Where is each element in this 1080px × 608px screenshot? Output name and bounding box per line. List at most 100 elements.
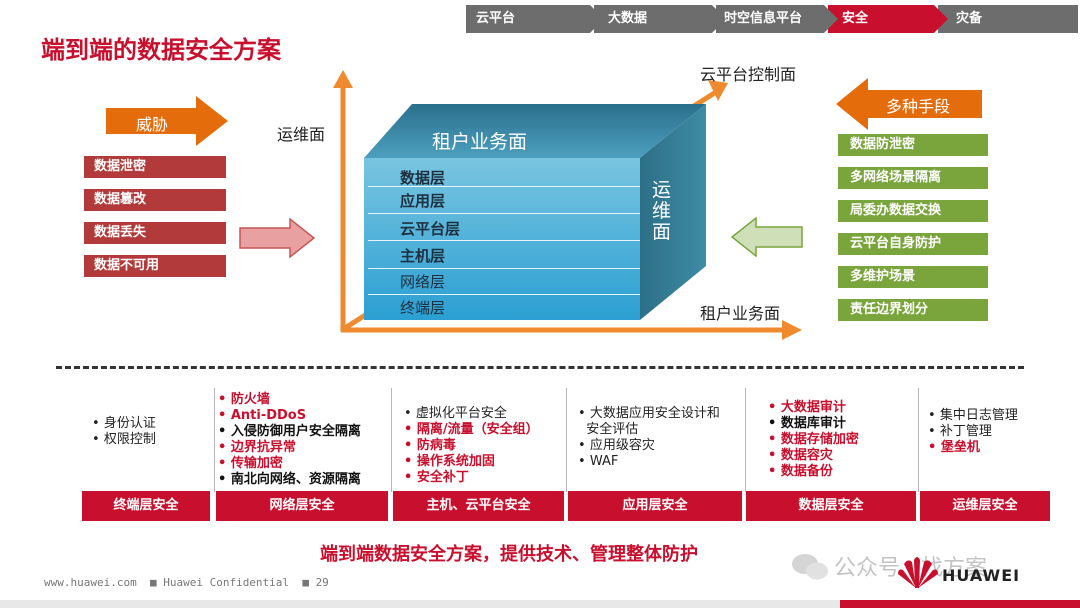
column-item: • 数据库审计 [768, 416, 846, 431]
breadcrumb-label: 安全 [842, 11, 869, 26]
breadcrumb-label: 时空信息平台 [724, 11, 803, 26]
column-item: • 数据存储加密 [768, 432, 859, 447]
column-separator [566, 388, 567, 492]
column-item: • 操作系统加固 [404, 454, 495, 469]
cube-layer: 云平台层 [400, 220, 461, 238]
column-item: • 防病毒 [404, 438, 456, 453]
column-title: 主机、云平台安全 [393, 491, 564, 521]
measure-item: 责任边界划分 [838, 299, 988, 321]
column-separator [918, 388, 919, 492]
column-item: • 南北向网络、资源隔离 [218, 472, 361, 487]
threat-item: 数据不可用 [84, 255, 226, 277]
cube-top-face [364, 104, 706, 158]
column-separator [391, 388, 392, 492]
footer-confidential: Huawei Confidential [163, 576, 290, 589]
layer-divider [368, 186, 640, 187]
column-item: • 应用级容灾 [578, 438, 655, 453]
breadcrumb-dr[interactable]: 灾备 [938, 5, 1078, 33]
x-axis-arrowhead-icon [782, 320, 802, 340]
diagonal-axis-label: 云平台控制面 [700, 65, 797, 84]
column-item: • 入侵防御用户安全隔离 [218, 424, 361, 439]
column-title: 应用层安全 [568, 491, 742, 521]
threat-item: 数据篡改 [84, 189, 226, 211]
column-item: • 虚拟化平台安全 [404, 406, 507, 421]
wechat-icon [792, 554, 828, 580]
summary-text: 端到端数据安全方案，提供技术、管理整体防护 [320, 544, 698, 565]
cube-layer: 主机层 [400, 247, 446, 265]
layer-divider [368, 268, 640, 269]
footer-bar [0, 600, 1080, 608]
inbound-threat-arrow-icon [239, 217, 316, 259]
column-title: 终端层安全 [82, 491, 210, 521]
column-separator [214, 388, 215, 492]
measure-item: 多维护场景 [838, 266, 988, 288]
measure-item: 局委办数据交换 [838, 200, 988, 222]
footer-site: www.huawei.com [44, 576, 137, 589]
breadcrumb-label: 灾备 [956, 11, 983, 26]
column-item: 安全评估 [586, 422, 639, 437]
column-separator [745, 388, 746, 492]
cube-layer: 应用层 [400, 192, 446, 210]
column-item: • 身份认证 [92, 416, 156, 431]
column-host: • 虚拟化平台安全 • 隔离/流量（安全组） • 防病毒 • 操作系统加固 • … [404, 384, 564, 492]
measures-arrow-icon [836, 78, 982, 130]
threat-item: 数据泄密 [84, 156, 226, 178]
column-title: 网络层安全 [216, 491, 388, 521]
column-item: • 隔离/流量（安全组） [404, 422, 539, 437]
column-item: • 防火墙 [218, 392, 270, 407]
column-data: • 大数据审计 • 数据库审计 • 数据存储加密 • 数据容灾 • 数据备份 [768, 384, 916, 492]
cube-layer: 终端层 [400, 299, 446, 317]
brand-wordmark: HUAWEI [942, 566, 1021, 585]
breadcrumb-cloud[interactable]: 云平台 [466, 5, 604, 33]
column-item: • 边界抗异常 [218, 440, 296, 455]
column-application: • 大数据应用安全设计和 安全评估 • 应用级容灾 • WAF [578, 384, 744, 492]
cube-front-title: 租户业务面 [432, 131, 528, 153]
cube-front-face [364, 158, 640, 320]
column-item: • 传输加密 [218, 456, 283, 471]
cube-layer: 数据层 [400, 169, 446, 187]
layer-divider [368, 240, 640, 241]
y-axis-label: 运维面 [277, 125, 326, 144]
footer-separator: ■ [149, 576, 157, 589]
y-axis-arrowhead-icon [333, 70, 353, 88]
threat-arrow-icon [106, 96, 228, 146]
measure-item: 多网络场景隔离 [838, 167, 988, 189]
column-item: • 补丁管理 [928, 424, 992, 439]
diagonal-arrowhead-icon [708, 80, 728, 101]
defense-arrow-icon [730, 216, 803, 258]
column-item: • WAF [578, 454, 619, 469]
column-ops: • 集中日志管理 • 补丁管理 • 堡垒机 [928, 384, 1052, 492]
x-axis-label: 租户业务面 [700, 304, 781, 323]
breadcrumb-spatial[interactable]: 时空信息平台 [716, 5, 838, 33]
layer-divider [368, 213, 640, 214]
footer: www.huawei.com ■ Huawei Confidential ■ 2… [44, 576, 329, 589]
column-item: • 权限控制 [92, 432, 156, 447]
breadcrumb-security[interactable]: 安全 [828, 5, 948, 33]
threat-item: 数据丢失 [84, 222, 226, 244]
threat-label: 威胁 [136, 115, 169, 134]
column-item: • 数据备份 [768, 464, 833, 479]
cube-side-face [640, 104, 706, 320]
column-item: • 大数据审计 [768, 400, 846, 415]
breadcrumb-label: 大数据 [608, 11, 648, 26]
cube-layer: 网络层 [400, 273, 446, 291]
column-item: • 集中日志管理 [928, 408, 1018, 423]
column-title: 运维层安全 [920, 491, 1050, 521]
layer-divider [368, 294, 640, 295]
column-network: • 防火墙 • Anti-DDoS • 入侵防御用户安全隔离 • 边界抗异常 •… [216, 384, 390, 492]
huawei-logo-icon [898, 557, 938, 588]
column-item: • 安全补丁 [404, 470, 469, 485]
column-item: • 大数据应用安全设计和 [578, 406, 720, 421]
column-item: • 堡垒机 [928, 440, 980, 455]
footer-separator: ■ [302, 576, 309, 589]
page-title: 端到端的数据安全方案 [41, 36, 281, 64]
page-number: 29 [315, 576, 329, 589]
breadcrumb-bigdata[interactable]: 大数据 [594, 5, 726, 33]
section-divider [56, 366, 1024, 369]
column-item: • 数据容灾 [768, 448, 833, 463]
measures-label: 多种手段 [886, 97, 951, 116]
cube-side-label: 运维面 [652, 179, 672, 243]
column-title: 数据层安全 [746, 491, 916, 521]
column-item: • Anti-DDoS [218, 408, 307, 423]
